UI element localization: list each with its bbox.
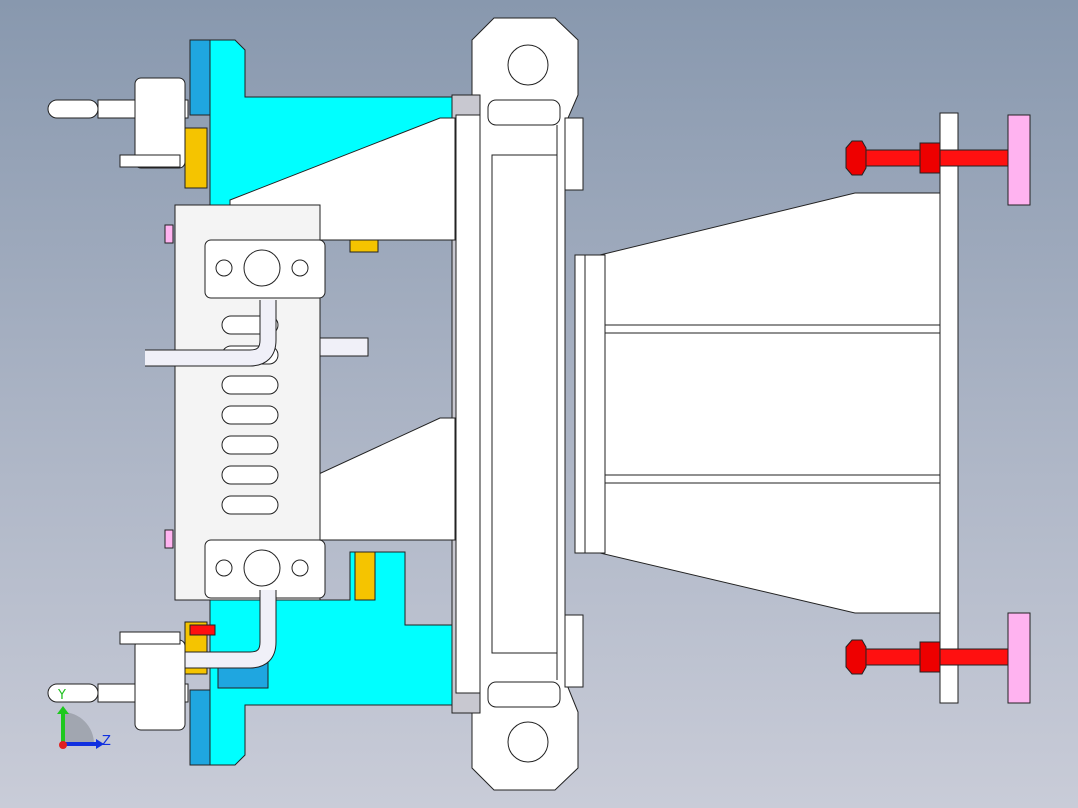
funnel-body xyxy=(574,192,941,614)
pipes xyxy=(145,300,369,669)
flange xyxy=(451,94,481,714)
z-axis-label: Z xyxy=(102,734,111,749)
lug-plate xyxy=(471,17,584,791)
yellow-block xyxy=(184,127,208,189)
yellow-block xyxy=(354,551,376,601)
bolt-bottom xyxy=(845,612,1031,704)
toggle-clamp-bottom xyxy=(47,624,216,731)
yellow-block xyxy=(349,239,379,253)
fixture-frame xyxy=(164,204,326,601)
toggle-clamp-top xyxy=(47,77,189,169)
y-axis-label: Y xyxy=(57,688,66,703)
slot xyxy=(221,435,279,455)
slot xyxy=(221,465,279,485)
slot xyxy=(221,375,279,395)
bolt-top xyxy=(845,114,1031,206)
axis-triad: Y Z xyxy=(57,688,111,749)
end-plate xyxy=(939,112,959,704)
slot xyxy=(221,405,279,425)
slot xyxy=(221,495,279,515)
